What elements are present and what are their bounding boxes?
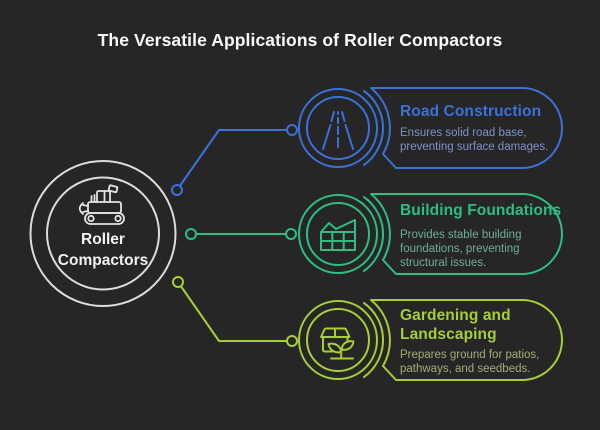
card-gardening-landscaping <box>298 299 563 381</box>
card-road-icon-outer-circle <box>298 88 378 168</box>
connector-road-dot-start <box>171 184 183 196</box>
card-gardening-title-line1: Gardening and <box>400 307 511 324</box>
card-gardening-description: Prepares ground for patios, pathways, an… <box>400 349 566 377</box>
card-road-icon-inner-circle <box>306 96 370 160</box>
card-building-desc-line2: foundations, preventing <box>400 242 520 255</box>
card-building-description: Provides stable building foundations, pr… <box>400 229 566 271</box>
card-road-title: Road Construction <box>400 103 542 120</box>
page-title: The Versatile Applications of Roller Com… <box>97 30 503 50</box>
card-road-capsule <box>370 87 563 169</box>
connector-gardening-line <box>177 281 293 342</box>
card-gardening-title-line2: Landscaping <box>400 326 497 344</box>
card-gardening-text-block: Gardening and Landscaping Prepares groun… <box>400 306 566 377</box>
card-building-desc-line1: Provides stable building <box>400 229 522 241</box>
card-building-icon-inner-circle <box>306 202 370 266</box>
building-foundation-grid-icon <box>320 219 356 251</box>
card-road-construction <box>298 87 563 169</box>
connector-building-dot-start <box>185 228 197 240</box>
road-icon <box>322 111 354 150</box>
card-gardening-icon-inner-circle <box>306 308 370 372</box>
roller-compactor-icon <box>78 184 125 225</box>
card-building-icon-outer-circle <box>298 194 378 274</box>
connector-road-line <box>176 129 293 191</box>
card-building-title: Building Foundations <box>400 202 562 219</box>
card-building-accent-arc <box>363 196 385 272</box>
hub-label-line1: Roller <box>81 231 125 248</box>
card-building-foundations <box>298 193 563 275</box>
card-road-accent-arc <box>363 90 385 166</box>
card-gardening-title: Gardening and Landscaping <box>400 306 566 345</box>
connector-building-dot-end <box>285 228 297 240</box>
connector-road-dot-end <box>286 124 298 136</box>
connector-gardening-dot-start <box>172 276 184 288</box>
hub-label: Roller Compactors <box>28 229 178 271</box>
connector-building <box>185 228 297 240</box>
card-gardening-desc-line2: pathways, and seedbeds. <box>400 363 531 375</box>
card-building-desc-line3: structural issues. <box>400 256 487 269</box>
seed-box-sprout-icon <box>320 327 355 360</box>
connector-gardening <box>172 276 298 347</box>
connector-gardening-dot-end <box>286 335 298 347</box>
card-gardening-capsule <box>370 299 563 381</box>
hub-inner-ring <box>46 176 160 291</box>
card-road-description: Ensures solid road base, preventing surf… <box>400 127 566 155</box>
card-road-desc-line2: preventing surface damages. <box>400 140 549 153</box>
card-road-text-block: Road Construction Ensures solid road bas… <box>400 102 566 155</box>
card-gardening-icon-outer-circle <box>298 300 378 380</box>
card-building-text-block: Building Foundations Provides stable bui… <box>400 201 566 271</box>
card-road-desc-line1: Ensures solid road base, <box>400 127 527 139</box>
card-building-capsule <box>370 193 563 275</box>
connector-road <box>171 124 298 196</box>
hub-outer-ring <box>29 160 177 307</box>
card-gardening-desc-line1: Prepares ground for patios, <box>400 349 540 362</box>
hub-circle <box>29 160 177 307</box>
hub-label-line2: Compactors <box>57 252 149 269</box>
card-gardening-accent-arc <box>363 302 385 378</box>
